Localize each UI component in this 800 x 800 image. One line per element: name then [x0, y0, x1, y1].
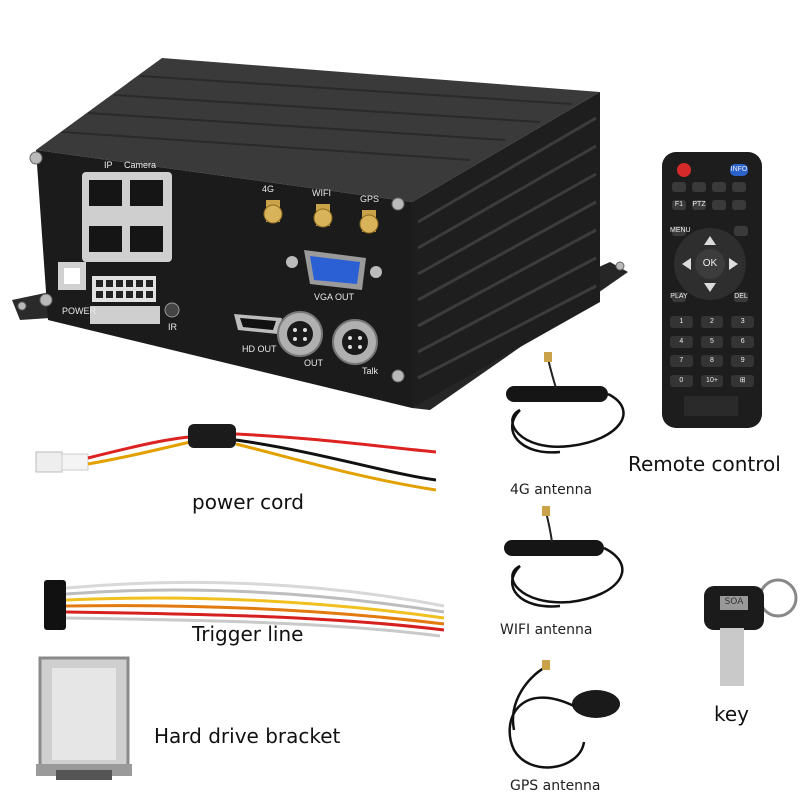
remote-ok-label: OK: [702, 258, 718, 269]
remote-bottom-panel: [684, 396, 738, 416]
remote-del-label: DEL: [734, 293, 748, 300]
hd-out-label: HD OUT: [242, 344, 277, 354]
ir-label: IR: [168, 322, 177, 332]
remote-key: 9: [731, 355, 754, 367]
dvr-top: [36, 58, 600, 202]
ir-port: [164, 302, 180, 318]
key-blade: [720, 628, 744, 686]
key-tag: SOA: [724, 597, 744, 607]
remote-menu-label: MENU: [670, 227, 691, 234]
fuse-holder: [188, 424, 236, 448]
remote-key: 3: [731, 316, 754, 328]
sma-connectors: [263, 200, 379, 234]
wifi-antenna-body: [504, 540, 604, 556]
remote-info-button: [730, 164, 748, 176]
remote-key: 5: [700, 335, 724, 348]
remote-ok-button: [695, 249, 725, 279]
screw: [615, 261, 625, 271]
screw: [39, 293, 53, 307]
gps-antenna-puck: [572, 690, 620, 718]
power-port-label: POWER: [62, 306, 97, 316]
remote-key: 6: [731, 335, 754, 348]
trigger-line-label: Trigger line: [192, 622, 304, 646]
aviation-connectors: [277, 311, 378, 365]
remote-f1-label: F1: [674, 201, 684, 208]
gps-antenna-label: GPS antenna: [510, 778, 601, 794]
4g-port-label: 4G: [262, 184, 275, 194]
remote-ptz-label: PTZ: [692, 201, 706, 208]
vga-out-label: VGA OUT: [314, 292, 355, 302]
trigger-connector: [44, 580, 66, 630]
screw: [17, 301, 27, 311]
key-label: key: [714, 702, 750, 726]
remote-key: 2: [700, 316, 724, 328]
hard-drive-bracket-label: Hard drive bracket: [154, 724, 341, 748]
remote-control-label: Remote control: [628, 452, 781, 476]
talk-label: Talk: [362, 366, 379, 376]
out-label: OUT: [304, 358, 323, 368]
4g-antenna-label: 4G antenna: [510, 482, 593, 498]
remote-key: 10+: [700, 374, 724, 387]
remote-key: 7: [670, 355, 693, 367]
remote-key: 0: [670, 374, 693, 387]
4g-antenna-body: [506, 386, 608, 402]
key-ring: [758, 578, 798, 618]
screw: [391, 197, 405, 211]
gps-port-label: GPS: [360, 194, 380, 204]
camera-label: Camera: [124, 160, 157, 170]
remote-key: 8: [700, 355, 724, 367]
screw: [391, 369, 405, 383]
remote-info-label: INFO: [730, 166, 748, 173]
wifi-port-label: WIFI: [312, 188, 331, 198]
vga-connector: [286, 250, 382, 290]
remote-play-label: PLAY: [670, 293, 688, 300]
power-cord-label: power cord: [192, 490, 304, 514]
remote-key: 1: [670, 316, 693, 328]
ip-label: IP: [104, 160, 113, 170]
wifi-antenna-label: WIFI antenna: [500, 622, 593, 638]
remote-power-button: [677, 163, 691, 177]
remote-key: 4: [670, 335, 693, 348]
screw: [29, 151, 43, 165]
remote-key: ⊞: [731, 374, 754, 387]
